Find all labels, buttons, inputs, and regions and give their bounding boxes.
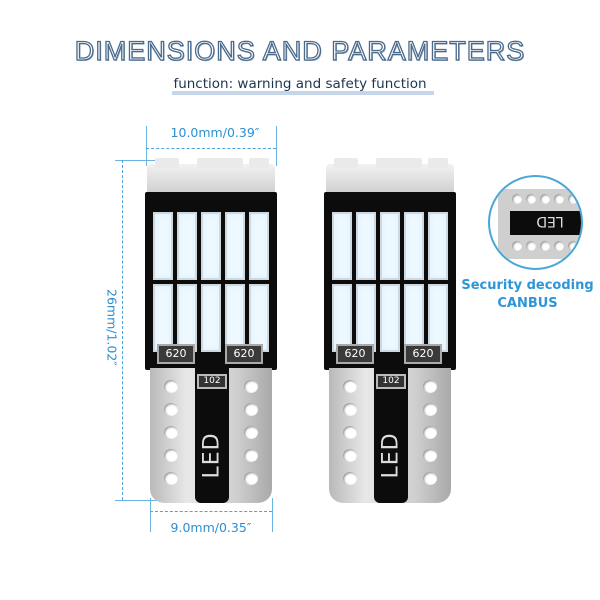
detail-hole	[554, 241, 564, 251]
smd-led-chip	[356, 212, 376, 280]
height-tick-top	[115, 160, 163, 161]
smd-led-chip	[332, 284, 352, 352]
width-top-tick-right	[276, 126, 277, 166]
resistor-102: 102	[197, 374, 227, 389]
contact-hole	[164, 449, 178, 462]
page-title: DIMENSIONS AND PARAMETERS	[74, 35, 526, 66]
pcb-board: 620 620	[324, 192, 456, 370]
detail-strip	[510, 211, 581, 235]
width-top-tick-left	[146, 126, 147, 166]
contact-hole	[343, 380, 357, 393]
contact-hole	[423, 426, 437, 439]
smd-led-chip	[249, 212, 269, 280]
resistor-620: 620	[336, 344, 374, 364]
smd-led-chip	[201, 212, 221, 280]
cap-tab	[249, 158, 269, 168]
smd-led-chip	[153, 284, 173, 352]
contact-hole	[343, 449, 357, 462]
width-top-line	[146, 148, 276, 149]
detail-hole	[568, 241, 578, 251]
smd-led-chip	[380, 212, 400, 280]
subtitle: function: warning and safety function	[173, 76, 427, 92]
contact-hole	[244, 449, 258, 462]
cap-tab	[155, 158, 179, 168]
contact-hole	[423, 403, 437, 416]
feature-line1: Security decoding	[461, 278, 594, 293]
canbus-detail-circle: LED	[488, 175, 583, 270]
smd-led-chip	[153, 212, 173, 280]
smd-led-chip	[332, 212, 352, 280]
width-bottom-tick-right	[272, 498, 273, 532]
contact-hole	[423, 472, 437, 485]
cap-tab	[334, 158, 358, 168]
width-bottom-line	[150, 511, 272, 512]
height-tick-bottom	[115, 500, 165, 501]
base-strip	[195, 368, 229, 503]
smd-led-chip	[428, 284, 448, 352]
contact-hole	[423, 380, 437, 393]
bulb-cap	[147, 164, 275, 194]
pcb-board: 620 620	[145, 192, 277, 370]
detail-hole	[512, 241, 522, 251]
cap-tab	[428, 158, 448, 168]
contact-hole	[423, 449, 437, 462]
contact-hole	[164, 426, 178, 439]
resistor-102: 102	[376, 374, 406, 389]
resistor-620: 620	[157, 344, 195, 364]
contact-hole	[164, 472, 178, 485]
smd-led-chip	[201, 284, 221, 352]
detail-hole	[526, 194, 536, 204]
contact-hole	[164, 380, 178, 393]
width-bottom-label: 9.0mm/0.35″	[170, 520, 252, 535]
contact-hole	[244, 472, 258, 485]
led-text: LED	[199, 432, 225, 479]
smd-led-chip	[404, 212, 424, 280]
cap-tab	[376, 158, 422, 168]
height-line	[122, 160, 123, 500]
resistor-620: 620	[225, 344, 263, 364]
smd-led-chip	[177, 284, 197, 352]
cap-tab	[197, 158, 243, 168]
contact-hole	[244, 380, 258, 393]
detail-hole	[512, 194, 522, 204]
contact-hole	[343, 426, 357, 439]
detail-hole	[540, 194, 550, 204]
smd-led-chip	[380, 284, 400, 352]
bulb-cap	[326, 164, 454, 194]
smd-led-chip	[404, 284, 424, 352]
height-label: 26mm/1.02″	[104, 289, 120, 366]
contact-hole	[343, 403, 357, 416]
contact-hole	[343, 472, 357, 485]
detail-hole	[554, 194, 564, 204]
contact-hole	[164, 403, 178, 416]
smd-led-chip	[249, 284, 269, 352]
smd-led-chip	[225, 284, 245, 352]
detail-led-text: LED	[536, 213, 564, 229]
led-text: LED	[378, 432, 404, 479]
contact-hole	[244, 403, 258, 416]
detail-hole	[540, 241, 550, 251]
detail-hole	[526, 241, 536, 251]
feature-line2: CANBUS	[497, 296, 558, 311]
smd-led-chip	[428, 212, 448, 280]
resistor-620: 620	[404, 344, 442, 364]
width-top-label: 10.0mm/0.39″	[170, 125, 260, 140]
smd-led-chip	[356, 284, 376, 352]
smd-led-chip	[225, 212, 245, 280]
base-strip	[374, 368, 408, 503]
canbus-feature-label: Security decoding CANBUS	[455, 277, 600, 313]
smd-led-chip	[177, 212, 197, 280]
detail-hole	[568, 194, 578, 204]
width-bottom-tick-left	[150, 498, 151, 532]
contact-hole	[244, 426, 258, 439]
